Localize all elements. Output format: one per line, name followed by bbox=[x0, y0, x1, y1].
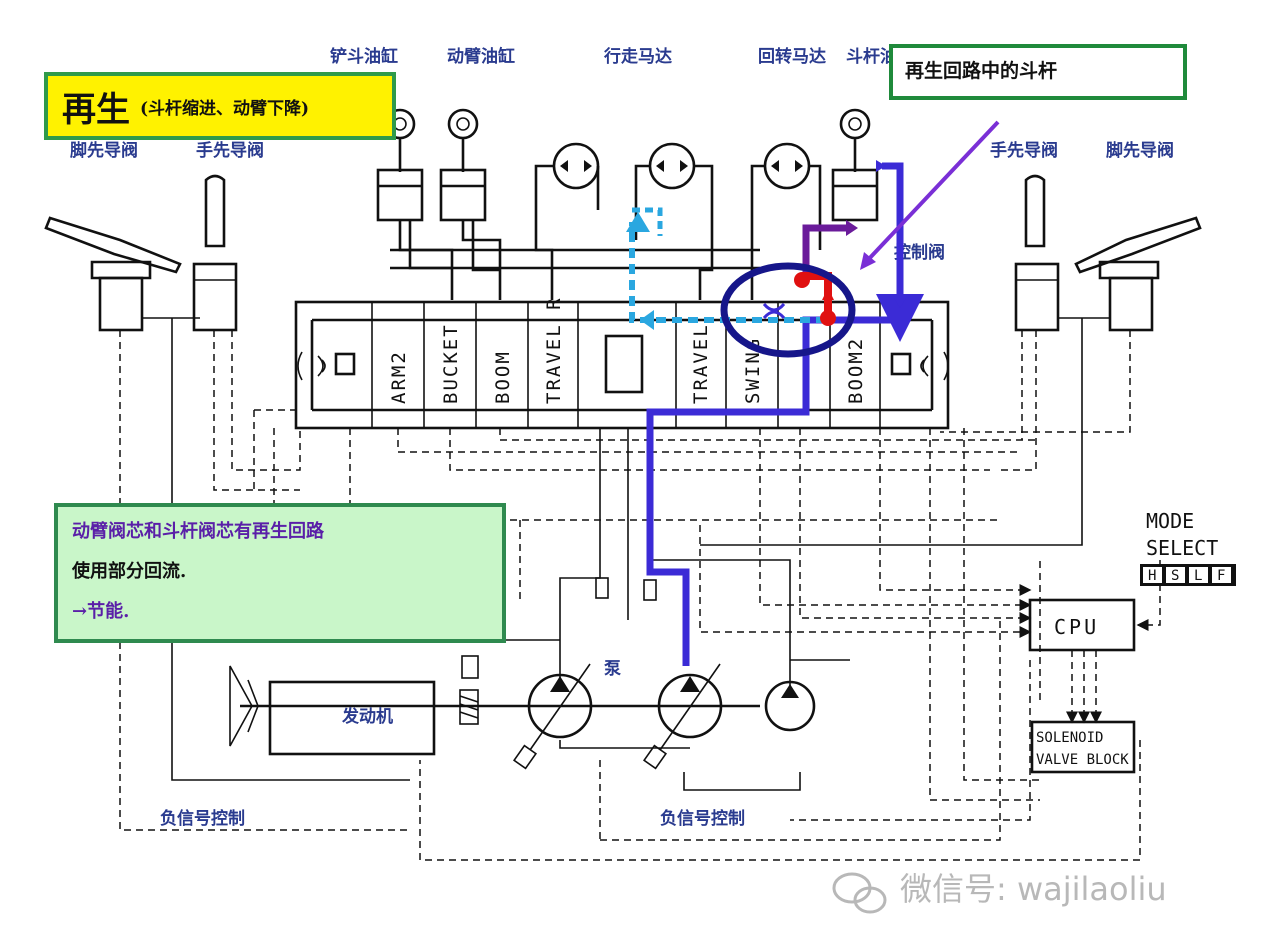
spool-label-bucket: BUCKET bbox=[440, 323, 462, 404]
boom-cylinder bbox=[439, 108, 487, 222]
pedal-pilot-left bbox=[44, 216, 182, 332]
boom-cylinder-label: 动臂油缸 bbox=[447, 46, 515, 67]
regen-highlight-ring bbox=[720, 262, 856, 358]
mode-key-label-h: H bbox=[1148, 568, 1156, 584]
main-pump-1 bbox=[512, 663, 593, 770]
pedal-pilot-right bbox=[1074, 216, 1202, 332]
regen-flow-main bbox=[646, 160, 924, 666]
note-line-2: 使用部分回流. bbox=[72, 561, 187, 582]
note-panel: 动臂阀芯和斗杆阀芯有再生回路 使用部分回流. →节能. bbox=[54, 503, 506, 643]
pump-label: 泵 bbox=[604, 659, 621, 679]
title-subtitle: (斗杆缩进、动臂下降) bbox=[140, 98, 310, 119]
travel-motor-left bbox=[552, 142, 600, 190]
mode-key-label-s: S bbox=[1171, 568, 1179, 584]
pilot-pump bbox=[764, 680, 816, 732]
pump-line bbox=[470, 428, 850, 690]
actuator-lines bbox=[390, 164, 822, 300]
spool-label-travel: TRAVEL bbox=[690, 323, 712, 404]
neg-control-right-label: 负信号控制 bbox=[660, 808, 745, 829]
regen-flow-purple bbox=[802, 220, 858, 280]
mode-select-line2: SELECT bbox=[1146, 536, 1218, 560]
cpu-block: CPU bbox=[1028, 598, 1136, 652]
spool-label-swing: SWING bbox=[742, 337, 764, 404]
check-valve-icon bbox=[762, 302, 786, 320]
solenoid-line1: SOLENOID bbox=[1036, 730, 1103, 746]
hand-pilot-right-label: 手先导阀 bbox=[990, 140, 1058, 161]
callout-text: 再生回路中的斗杆 bbox=[905, 60, 1058, 82]
travel-motor-right bbox=[648, 142, 696, 190]
spool-label-boom: BOOM bbox=[492, 350, 514, 404]
spool-label-arm2: ARM2 bbox=[388, 350, 410, 404]
pilot-supply-left bbox=[171, 318, 410, 781]
swing-motor bbox=[763, 142, 811, 190]
mode-key-l[interactable] bbox=[1189, 567, 1208, 583]
solenoid-valve-block: SOLENOID VALVE BLOCK bbox=[1030, 720, 1136, 774]
hand-pilot-left bbox=[192, 174, 238, 332]
engine: 发动机 bbox=[268, 680, 436, 756]
mode-key-label-f: F bbox=[1217, 568, 1225, 584]
solenoid-line2: VALVE BLOCK bbox=[1036, 752, 1129, 768]
engine-label: 发动机 bbox=[341, 706, 393, 727]
callout-panel: 再生回路中的斗杆 bbox=[889, 44, 1187, 100]
control-valve-label: 控制阀 bbox=[894, 242, 945, 263]
mode-key-h[interactable] bbox=[1143, 567, 1162, 583]
spool-label-boom2: BOOM2 bbox=[845, 337, 867, 404]
hand-pilot-left-label: 手先导阀 bbox=[196, 140, 264, 161]
pump-return bbox=[559, 740, 690, 749]
mode-key-f[interactable] bbox=[1212, 567, 1231, 583]
hand-pilot-right bbox=[1014, 174, 1060, 332]
neg-control-left-label: 负信号控制 bbox=[160, 808, 245, 829]
callout-pointer bbox=[864, 120, 1000, 264]
title-panel: 再生 (斗杆缩进、动臂下降) bbox=[44, 72, 396, 140]
tank bbox=[683, 772, 801, 791]
note-line-1: 动臂阀芯和斗杆阀芯有再生回路 bbox=[72, 521, 324, 542]
mode-key-s[interactable] bbox=[1166, 567, 1185, 583]
travel-motor-label: 行走马达 bbox=[603, 46, 672, 67]
return-flow-dotted bbox=[626, 207, 826, 330]
swing-motor-label: 回转马达 bbox=[758, 46, 826, 67]
pedal-pilot-left-label: 脚先导阀 bbox=[70, 140, 138, 161]
wechat-icon bbox=[832, 872, 887, 914]
arm-cylinder-label: 斗杆油 bbox=[846, 46, 897, 67]
bucket-cylinder-label: 铲斗油缸 bbox=[330, 46, 398, 67]
main-pump-2 bbox=[642, 663, 723, 770]
cpu-label: CPU bbox=[1054, 615, 1099, 639]
title-main: 再生 bbox=[62, 89, 130, 130]
coupling bbox=[459, 655, 479, 725]
mode-key-label-l: L bbox=[1194, 568, 1202, 584]
pilot-signal-lines bbox=[119, 330, 1161, 861]
spool-label-travel-r: TRAVEL R bbox=[543, 296, 565, 404]
note-line-3: →节能. bbox=[72, 601, 130, 622]
pedal-pilot-right-label: 脚先导阀 bbox=[1106, 140, 1174, 161]
arm-cylinder bbox=[831, 108, 879, 222]
engine-fan bbox=[229, 665, 259, 747]
pilot-supply-right bbox=[700, 318, 1083, 546]
watermark-text: 微信号: wajilaoliu bbox=[900, 870, 1167, 908]
mode-select-line1: MODE bbox=[1146, 509, 1194, 533]
